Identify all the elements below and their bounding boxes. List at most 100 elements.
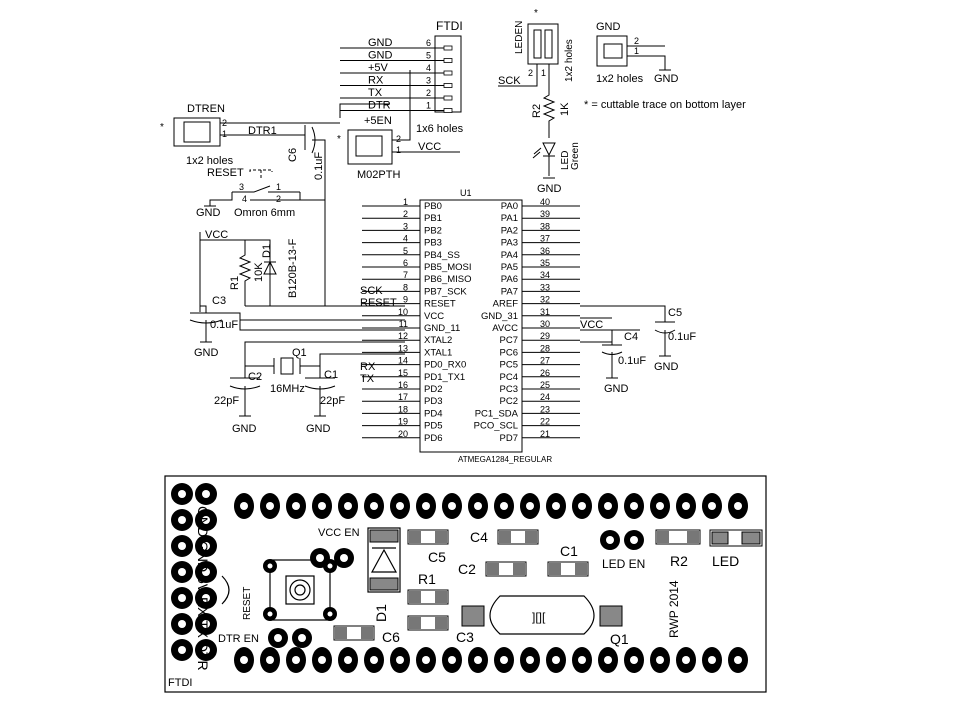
dtren-caption: 1x2 holes [186,155,234,167]
pcb-dtr-en-pads [268,628,312,648]
pcb-dip-hole [370,502,378,510]
pcb-dip-hole [396,502,404,510]
pcb-d1: D1 [367,527,401,622]
pcb-smd-pad [409,591,421,603]
leden-star: * [534,8,538,19]
pcb-smd-pad [361,627,373,639]
pcb-smd-pad [575,563,587,575]
pcb-dip-hole [422,656,430,664]
pcb-dip-hole [422,502,430,510]
right-power-network: VCC C4 0.1uF GND C5 0.1uF GND [580,305,696,395]
reset-switch: RESET 3 4 1 2 GND Omron 6mm [196,167,325,219]
u1-right-pin-label: PC2 [500,396,518,407]
u1-right-pin-number: 23 [540,404,550,414]
ftdi-pin-socket [443,95,453,101]
c1-value: 22pF [320,395,345,407]
dtren-header: * DTREN 2 1 1x2 holes DTR1 [160,103,340,167]
ftdi-pin-label: DTR [368,100,391,112]
pcb-credit: RWP 2014 [667,580,681,638]
pcb-dip-hole [682,656,690,664]
c1-gnd: GND [306,423,331,435]
pcb-c6-label: C6 [382,629,400,645]
u1-right-pin-number: 38 [540,221,550,231]
reset-net: RESET [360,297,397,309]
c4-name: C4 [624,331,638,343]
c3-name: C3 [212,295,226,307]
ftdi-title: FTDI [436,19,463,33]
u1-right-pin-label: PC1_SDA [475,408,519,419]
c4-gnd: GND [604,383,629,395]
r2-value: 1K [559,102,571,116]
pcb-pad-hole [202,620,210,628]
ftdi-pin-number: 6 [426,38,431,48]
pcb-dip-hole [292,656,300,664]
u1-right-pin-number: 33 [540,282,550,292]
pcb-r2-label: R2 [670,553,688,569]
pcb-smd-pad [513,563,525,575]
u1-right-pin-label: AREF [493,299,519,310]
reset-pin3: 3 [239,182,244,192]
led-gnd: GND [537,183,562,195]
u1-right-pin-label: GND_31 [481,311,518,322]
reset-pin1: 1 [276,182,281,192]
pcb-d1-label: D1 [373,604,389,622]
c2-gnd: GND [232,423,257,435]
u1-right-pin-label: AVCC [492,323,518,334]
en5-connector-body [347,129,393,165]
pcb-switch-hole [267,563,273,569]
pcb-led-en-pads [600,530,644,550]
pcb-r1-label: R1 [418,571,436,587]
pcb-pad-hole [202,490,210,498]
u1-left-pin-label: RESET [424,299,456,310]
u1-left-pin-label: VCC [424,311,444,322]
pcb-dip-hole [578,502,586,510]
pcb-pad-hole [178,620,186,628]
u1-left-pin-number: 14 [398,356,408,366]
pcb-q1-label: Q1 [610,631,629,647]
u1-left-pin-number: 18 [398,404,408,414]
reset-part: Omron 6mm [234,207,295,219]
u1-right-pin-label: PA0 [501,201,518,212]
pcb-c2-label: C2 [458,561,476,577]
ftdi-pin-number: 5 [426,51,431,61]
ftdi-pin-socket [443,108,453,113]
u1-left-pin-number: 16 [398,380,408,390]
ftdi-pin-socket [443,70,453,76]
pcb-ftdi-pads [171,483,217,661]
pcb-dip-hole [266,502,274,510]
cuttable-trace-note: * = cuttable trace on bottom layer [584,99,746,111]
reset-gnd: GND [196,207,221,219]
ftdi-pin-number: 3 [426,76,431,86]
reset-pin2: 2 [276,194,281,204]
c3-gnd: GND [194,347,219,359]
pcb-dip-hole [318,502,326,510]
pcb-smd-pad [687,531,699,543]
u1-left-pin-label: PB1 [424,213,442,224]
c2-name: C2 [248,371,262,383]
pcb-smd-pad [409,617,421,629]
u1-left-pin-number: 5 [403,246,408,256]
u1-left-pin-label: XTAL1 [424,347,452,358]
reset-label: RESET [207,167,244,179]
c5-name: C5 [668,307,682,319]
pcb-dip-hole [526,502,534,510]
reset-network: VCC R1 10K D1 B120B-13-F SCK RESET [199,229,405,312]
r1-name: R1 [229,276,241,290]
dtren-pin1: 1 [222,129,227,139]
u1-right-pin-label: PCO_SCL [474,421,518,432]
u1-right-pin-label: PA2 [501,225,518,236]
pcb-pad-hole [178,516,186,524]
r1-value: 10K [253,262,265,282]
ftdi-pin-number: 4 [426,63,431,73]
pcb-dip-hole [500,502,508,510]
pcb-dip-hole [656,656,664,664]
dtren-star: * [160,122,164,133]
u1-left-pin-number: 7 [403,270,408,280]
leden-label: LEDEN [514,21,525,54]
pcb-dip-hole [552,502,560,510]
pcb-vcc-en-pads [310,548,354,568]
u1-left-pin-number: 8 [403,282,408,292]
pcb-smd-pad [409,531,421,543]
en5-star: * [337,134,341,145]
